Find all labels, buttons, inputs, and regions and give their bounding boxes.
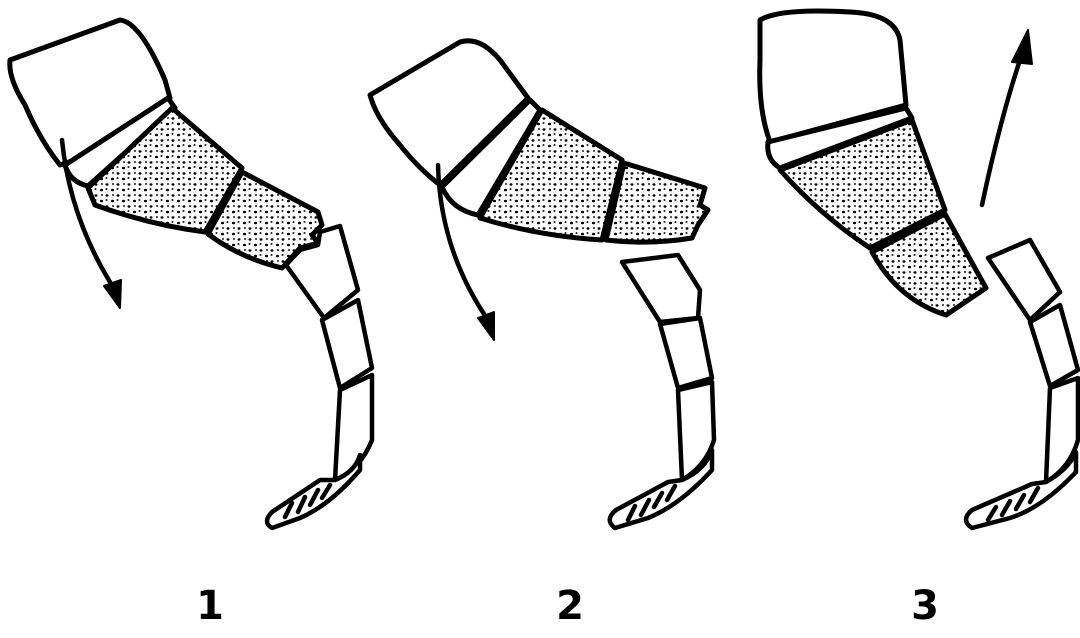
stage-3-arrow-shaft — [982, 60, 1020, 205]
stage-2-arrowhead — [478, 312, 494, 340]
stage-1-drawing — [0, 0, 360, 638]
stage-2-label: 2 — [540, 583, 600, 629]
stage-1-label: 1 — [180, 583, 240, 629]
stage-1-arrowhead — [104, 280, 121, 308]
stage-2-distal-segment-2 — [660, 318, 712, 388]
stage-3-panel: 3 — [720, 0, 1080, 638]
stage-2-stippled-segment-b — [606, 163, 708, 242]
stage-2-panel: 2 — [360, 0, 720, 638]
stage-2-drawing — [360, 0, 720, 638]
stage-3-distal-segment-2 — [1030, 305, 1078, 386]
stage-3-distal-segment-1 — [988, 240, 1060, 320]
stage-2-distal-segment-1 — [622, 255, 700, 322]
stage-1-panel: 1 — [0, 0, 360, 638]
stage-3-drawing — [720, 0, 1080, 638]
stage-3-label: 3 — [895, 583, 955, 629]
stage-3-arrowhead — [1012, 30, 1032, 64]
